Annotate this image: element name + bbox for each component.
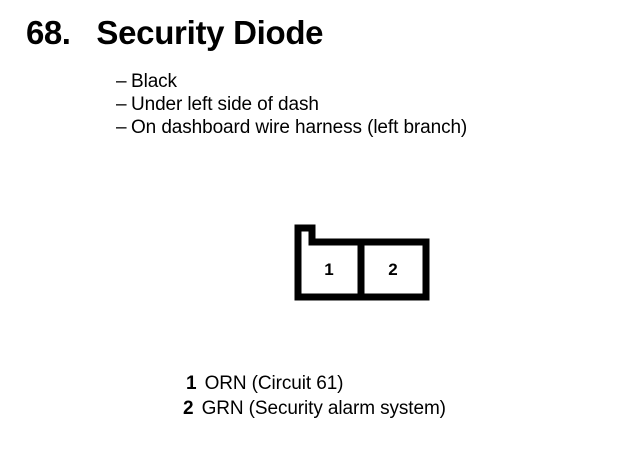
list-item-label: Black — [131, 71, 177, 92]
description-list: – Black – Under left side of dash – On d… — [116, 70, 616, 139]
pin-legend: 1 ORN (Circuit 61) 2 GRN (Security alarm… — [183, 371, 446, 421]
page-title: 68. Security Diode — [26, 14, 324, 51]
legend-pin-description: GRN (Security alarm system) — [201, 398, 446, 419]
list-item: – Under left side of dash — [116, 93, 616, 116]
list-item-label: Under left side of dash — [131, 94, 319, 115]
list-item-label: On dashboard wire harness (left branch) — [131, 117, 468, 138]
cavity-2-number: 2 — [388, 260, 397, 279]
legend-pin-description: ORN (Circuit 61) — [204, 373, 344, 394]
cavity-1-number: 1 — [324, 260, 333, 279]
legend-row: 2 GRN (Security alarm system) — [183, 396, 446, 421]
component-name: Security Diode — [96, 14, 324, 51]
connector-diagram: 1 2 — [288, 218, 438, 308]
list-item: – On dashboard wire harness (left branch… — [116, 116, 616, 139]
dash-bullet-icon: – — [116, 117, 127, 138]
list-item: – Black — [116, 70, 616, 93]
item-number: 68. — [26, 14, 71, 51]
dash-bullet-icon: – — [116, 71, 127, 92]
connector-outline-icon: 1 2 — [294, 224, 430, 301]
legend-row: 1 ORN (Circuit 61) — [186, 371, 446, 396]
legend-pin-number: 2 — [183, 398, 194, 419]
legend-pin-number: 1 — [186, 373, 197, 394]
dash-bullet-icon: – — [116, 94, 127, 115]
